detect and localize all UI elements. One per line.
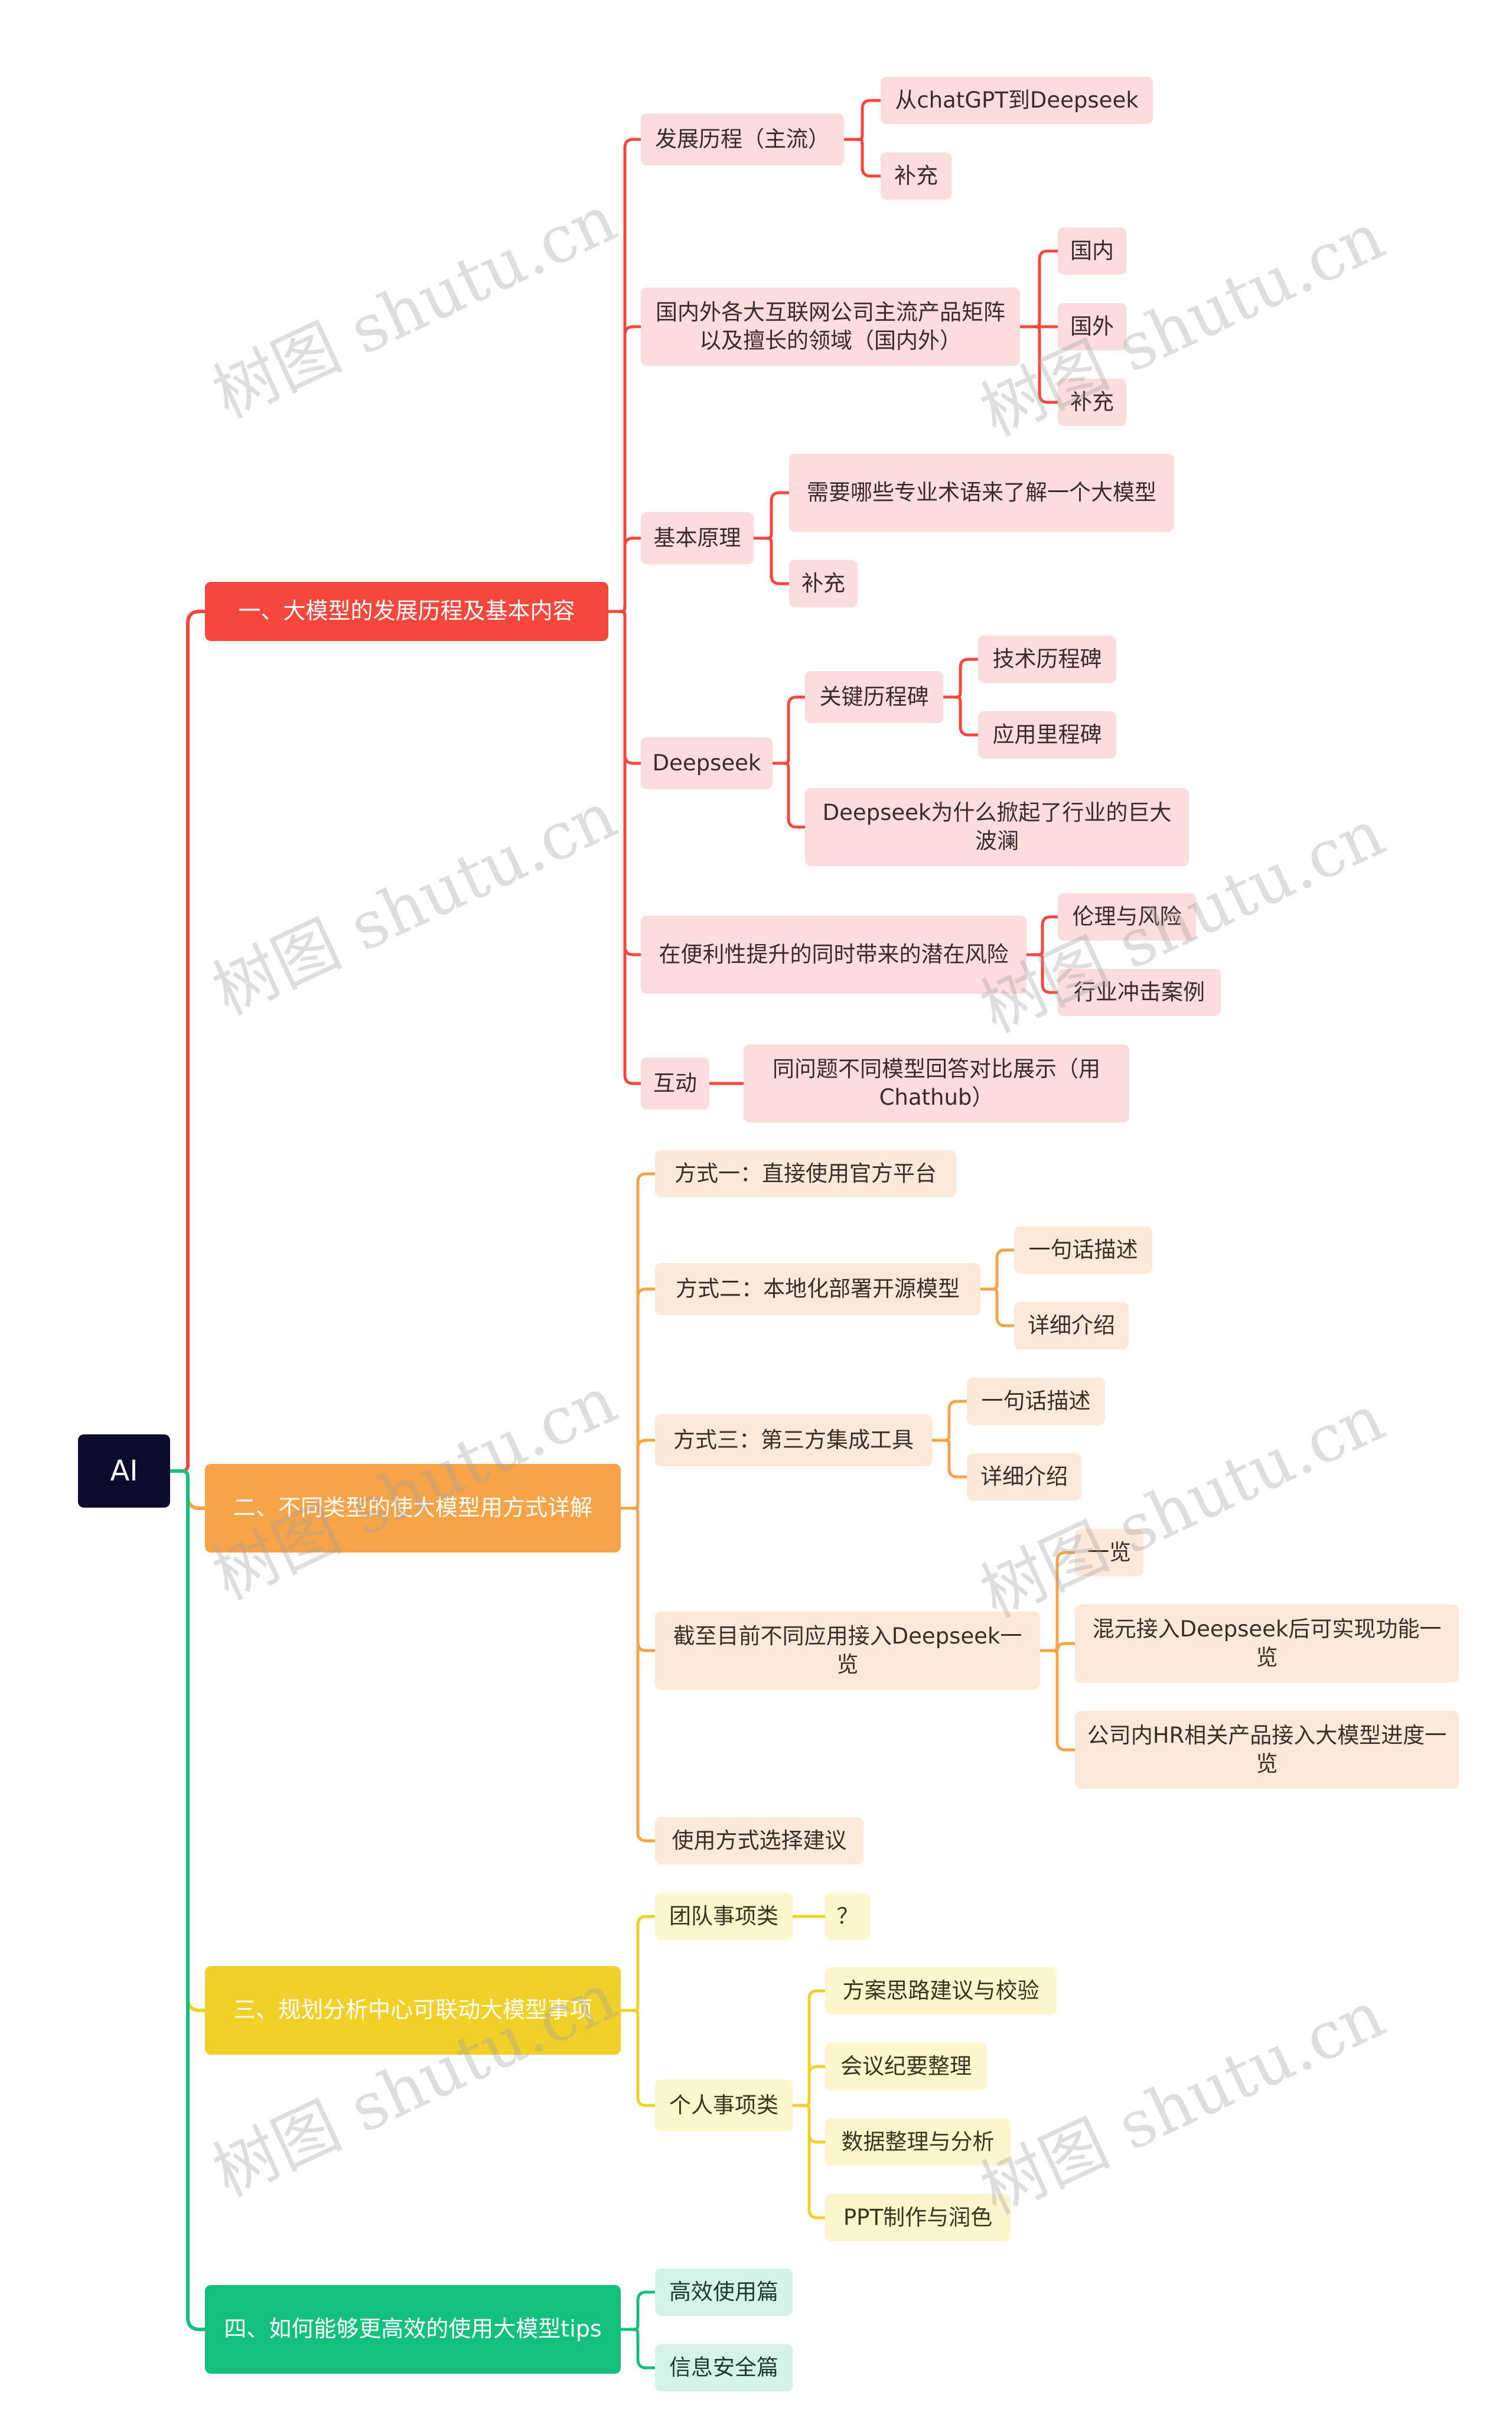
- deepseek-node[interactable]: Deepseek: [641, 737, 773, 789]
- connector-line: [170, 1469, 205, 2331]
- method-1-node[interactable]: 方式一：直接使用官方平台: [655, 1150, 956, 1197]
- chathub-compare-node[interactable]: 同问题不同模型回答对比展示（用Chathub）: [744, 1044, 1129, 1122]
- products-node[interactable]: 国内外各大互联网公司主流产品矩阵以及擅长的领域（国内外）: [641, 288, 1020, 366]
- connector-line: [619, 1506, 657, 1843]
- connector-line: [1018, 325, 1060, 404]
- deepseek-why-node[interactable]: Deepseek为什么掀起了行业的巨大波澜: [805, 788, 1189, 866]
- branch-1-node[interactable]: 一、大模型的发展历程及基本内容: [205, 582, 608, 641]
- tech-milestone-node[interactable]: 技术历程碑: [978, 636, 1116, 683]
- branch-3-node[interactable]: 三、规划分析中心可联动大模型事项: [205, 1966, 621, 2055]
- info-security-node[interactable]: 信息安全篇: [655, 2344, 793, 2391]
- principle-node[interactable]: 基本原理: [641, 512, 754, 564]
- efficient-use-node[interactable]: 高效使用篇: [655, 2269, 793, 2316]
- connector-line: [771, 695, 807, 765]
- method-2-detail-node[interactable]: 详细介绍: [1014, 1302, 1129, 1349]
- team-items-node[interactable]: 团队事项类: [655, 1893, 793, 1940]
- connector-line: [979, 1248, 1016, 1291]
- connector-line: [607, 610, 643, 1085]
- milestones-node[interactable]: 关键历程碑: [805, 671, 943, 723]
- risks-node[interactable]: 在便利性提升的同时带来的潜在风险: [641, 916, 1027, 994]
- personal-items-node[interactable]: 个人事项类: [655, 2079, 793, 2131]
- connector-line: [1018, 249, 1060, 328]
- minutes-node[interactable]: 会议纪要整理: [825, 2043, 987, 2090]
- products-supplement-node[interactable]: 补充: [1058, 379, 1126, 426]
- connector-line: [979, 1287, 1016, 1327]
- branch-2-node[interactable]: 二、不同类型的使大模型用方式详解: [205, 1464, 621, 1553]
- ppt-node[interactable]: PPT制作与润色: [825, 2194, 1011, 2241]
- connector-line: [941, 695, 980, 737]
- connector-line: [842, 138, 882, 178]
- connector-line: [619, 2009, 657, 2107]
- branch-4-node[interactable]: 四、如何能够更高效的使用大模型tips: [205, 2285, 621, 2374]
- connector-line: [607, 536, 643, 613]
- principle-supplement-node[interactable]: 补充: [789, 560, 858, 607]
- app-milestone-node[interactable]: 应用里程碑: [978, 711, 1116, 759]
- connector-line: [170, 610, 205, 1473]
- method-3-node[interactable]: 方式三：第三方集成工具: [655, 1414, 932, 1466]
- method-2-brief-node[interactable]: 一句话描述: [1014, 1226, 1152, 1274]
- connector-line: [1025, 953, 1060, 994]
- method-advice-node[interactable]: 使用方式选择建议: [655, 1817, 863, 1864]
- domestic-node[interactable]: 国内: [1058, 227, 1126, 275]
- connector-line: [619, 2328, 657, 2370]
- connector-line: [842, 99, 882, 141]
- connector-line: [1038, 1551, 1077, 1652]
- deepseek-apps-node[interactable]: 截至目前不同应用接入Deepseek一览: [655, 1612, 1040, 1690]
- connector-line: [941, 658, 980, 699]
- connector-line: [619, 1439, 657, 1510]
- terms-node[interactable]: 需要哪些专业术语来了解一个大模型: [789, 454, 1174, 532]
- ethics-node[interactable]: 伦理与风险: [1058, 893, 1196, 940]
- method-3-detail-node[interactable]: 详细介绍: [967, 1453, 1081, 1501]
- root-node[interactable]: AI: [78, 1434, 170, 1508]
- apps-overview-node[interactable]: 一览: [1075, 1529, 1143, 1576]
- plan-review-node[interactable]: 方案思路建议与校验: [825, 1967, 1057, 2015]
- connector-line: [752, 491, 791, 540]
- connector-line: [930, 1400, 969, 1442]
- interact-node[interactable]: 互动: [641, 1057, 709, 1109]
- connector-line: [619, 1915, 657, 2012]
- connector-line: [791, 2104, 827, 2220]
- connector-line: [1025, 915, 1060, 956]
- connector-line: [771, 761, 807, 829]
- data-analysis-node[interactable]: 数据整理与分析: [825, 2118, 1011, 2166]
- history-supplement-node[interactable]: 补充: [881, 152, 951, 200]
- method-3-brief-node[interactable]: 一句话描述: [967, 1378, 1105, 1425]
- team-question-node[interactable]: ？: [825, 1893, 870, 1940]
- history-node[interactable]: 发展历程（主流）: [641, 113, 844, 165]
- chatgpt-to-deepseek-node[interactable]: 从chatGPT到Deepseek: [881, 77, 1153, 124]
- connector-line: [752, 536, 791, 585]
- hunyuan-features-node[interactable]: 混元接入Deepseek后可实现功能一览: [1075, 1605, 1459, 1683]
- connector-line: [1038, 1649, 1077, 1752]
- impact-cases-node[interactable]: 行业冲击案例: [1058, 969, 1221, 1016]
- connector-line: [619, 2290, 657, 2331]
- foreign-node[interactable]: 国外: [1058, 303, 1126, 350]
- connector-line: [791, 2065, 827, 2107]
- connector-line: [930, 1439, 969, 1479]
- method-2-node[interactable]: 方式二：本地化部署开源模型: [655, 1263, 980, 1315]
- hr-progress-node[interactable]: 公司内HR相关产品接入大模型进度一览: [1075, 1711, 1459, 1789]
